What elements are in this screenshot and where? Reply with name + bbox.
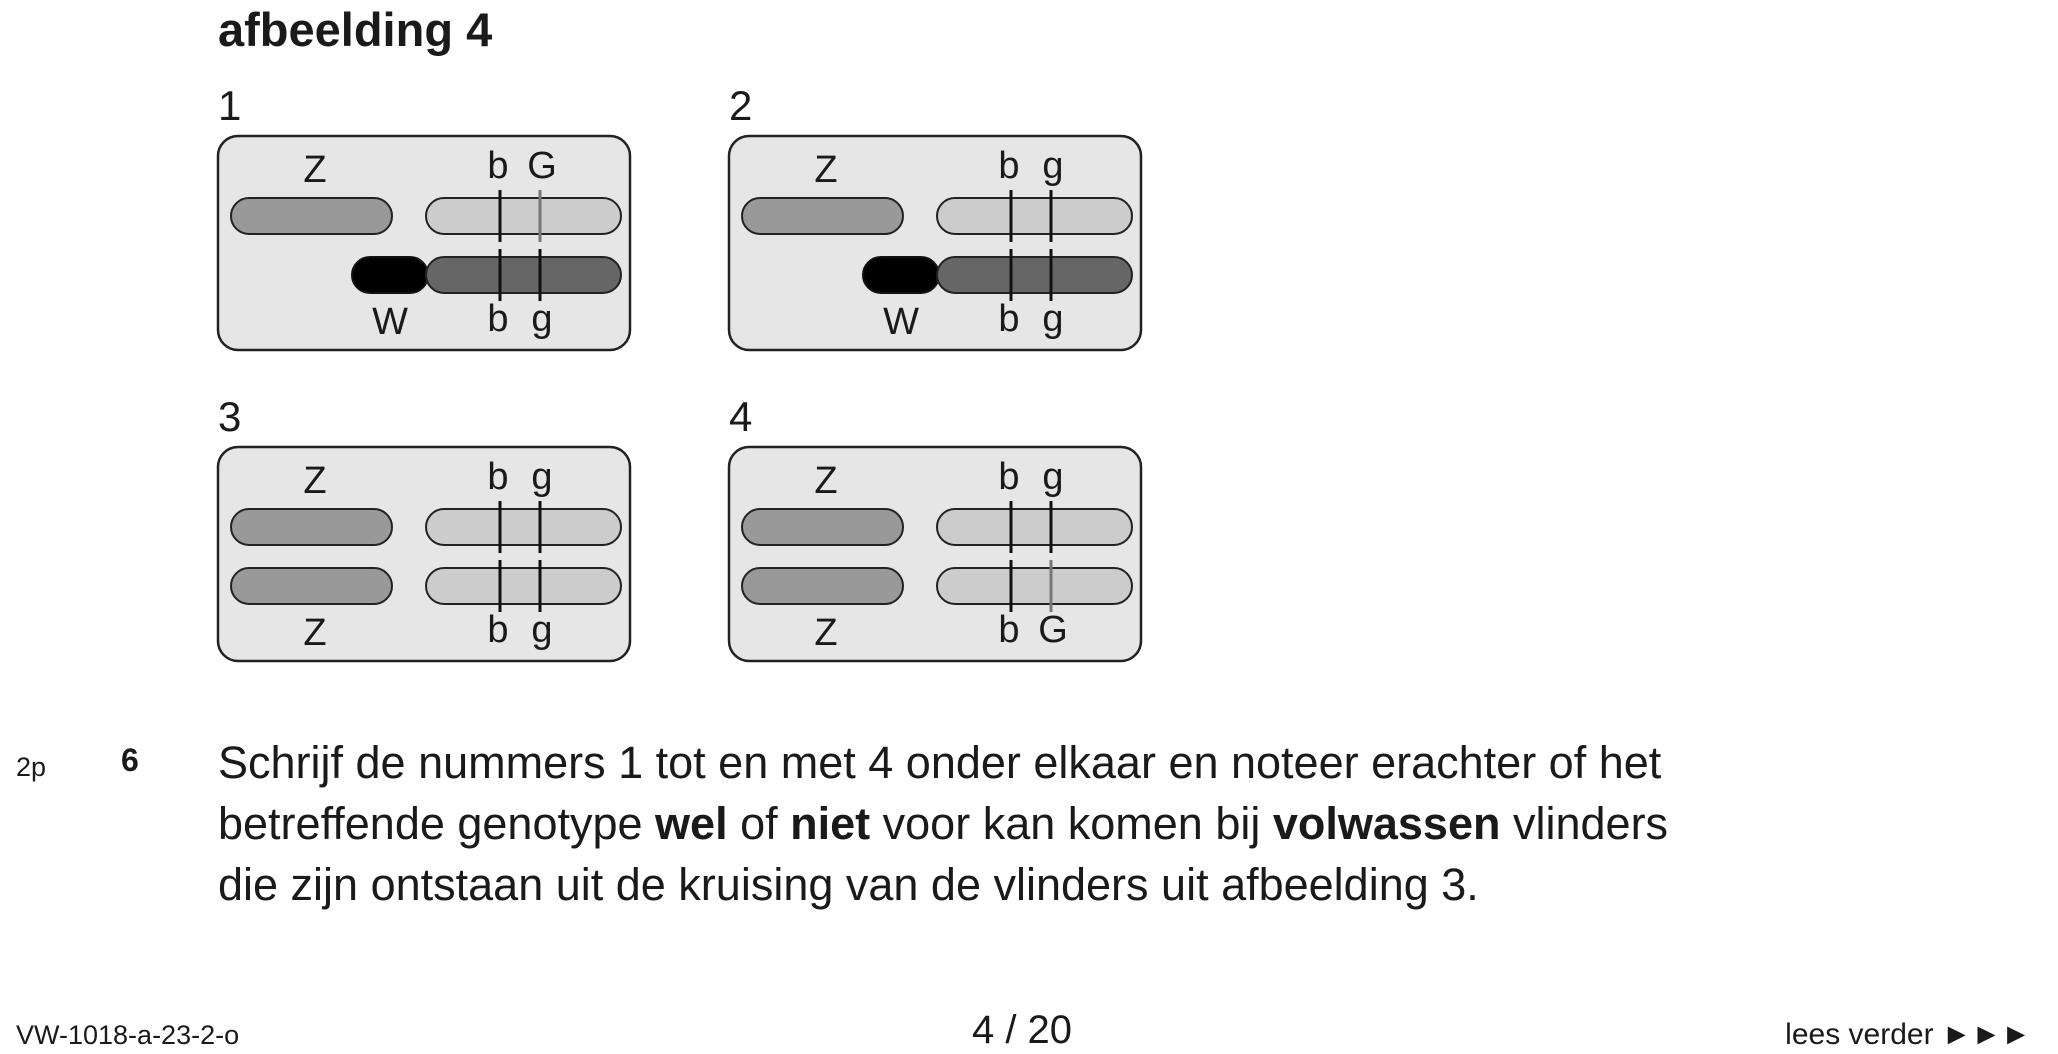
- z-label: Z: [814, 149, 837, 191]
- text: Schrijf de nummers 1 tot en met 4 onder …: [218, 737, 1662, 788]
- z-chromosome: [230, 508, 393, 546]
- w-label: W: [372, 301, 408, 343]
- w-chromosome: [862, 256, 940, 294]
- panel-number: 2: [729, 82, 752, 129]
- text: die zijn ontstaan uit de kruising van de…: [218, 859, 1479, 910]
- panel-box: [216, 445, 632, 663]
- z-chromosome: [741, 508, 904, 546]
- autosome: [425, 197, 622, 235]
- gene-label-b: b: [998, 145, 1019, 187]
- autosome: [936, 256, 1133, 294]
- gene-label-g: g: [1042, 145, 1063, 187]
- emphasis-volwassen: volwassen: [1272, 798, 1501, 849]
- exam-code: VW-1018-a-23-2-o: [16, 1020, 240, 1050]
- z-chromosome: [741, 567, 904, 605]
- autosome: [936, 567, 1133, 605]
- panel-box: [216, 134, 632, 352]
- w-label: W: [883, 301, 919, 343]
- panel-number: 1: [218, 82, 241, 129]
- gene-label-g: g: [531, 456, 552, 498]
- gene-label-b: b: [487, 609, 508, 651]
- z-label: Z: [814, 460, 837, 502]
- gene-label-b: b: [998, 609, 1019, 651]
- question-line-2: betreffende genotype wel of niet voor ka…: [218, 793, 1668, 854]
- text: vlinders: [1500, 798, 1669, 849]
- z-chromosome: [230, 567, 393, 605]
- question-number: 6: [121, 742, 139, 778]
- gene-label-G: G: [527, 145, 557, 187]
- figure-title: afbeelding 4: [218, 3, 493, 56]
- gene-label-b: b: [487, 145, 508, 187]
- w-chromosome: [351, 256, 429, 294]
- autosome: [425, 508, 622, 546]
- gene-label-G: G: [1038, 609, 1068, 651]
- question-text: Schrijf de nummers 1 tot en met 4 onder …: [218, 732, 1668, 915]
- gene-label-b: b: [998, 298, 1019, 340]
- text: of: [727, 798, 791, 849]
- z-label: Z: [303, 612, 326, 654]
- gene-label-g: g: [1042, 456, 1063, 498]
- gene-label-g: g: [531, 298, 552, 340]
- question-line-3: die zijn ontstaan uit de kruising van de…: [218, 854, 1668, 915]
- continue-label: lees verder ►►►: [1785, 1018, 2031, 1051]
- gene-label-b: b: [487, 456, 508, 498]
- panel-box: [727, 134, 1143, 352]
- emphasis-wel: wel: [655, 798, 728, 849]
- autosome: [425, 256, 622, 294]
- text: betreffende genotype: [218, 798, 656, 849]
- emphasis-niet: niet: [790, 798, 871, 849]
- panel-number: 4: [729, 393, 752, 440]
- autosome: [936, 508, 1133, 546]
- question-line-1: Schrijf de nummers 1 tot en met 4 onder …: [218, 732, 1668, 793]
- panel-box: [727, 445, 1143, 663]
- question-points: 2p: [16, 752, 47, 782]
- gene-label-b: b: [487, 298, 508, 340]
- z-label: Z: [814, 612, 837, 654]
- z-chromosome: [230, 197, 393, 235]
- gene-label-b: b: [998, 456, 1019, 498]
- panel-number: 3: [218, 393, 241, 440]
- z-label: Z: [303, 149, 326, 191]
- gene-label-g: g: [1042, 298, 1063, 340]
- autosome: [936, 197, 1133, 235]
- z-chromosome: [741, 197, 904, 235]
- gene-label-g: g: [531, 609, 552, 651]
- z-label: Z: [303, 460, 326, 502]
- page-number: 4 / 20: [971, 1008, 1073, 1052]
- text: voor kan komen bij: [870, 798, 1273, 849]
- autosome: [425, 567, 622, 605]
